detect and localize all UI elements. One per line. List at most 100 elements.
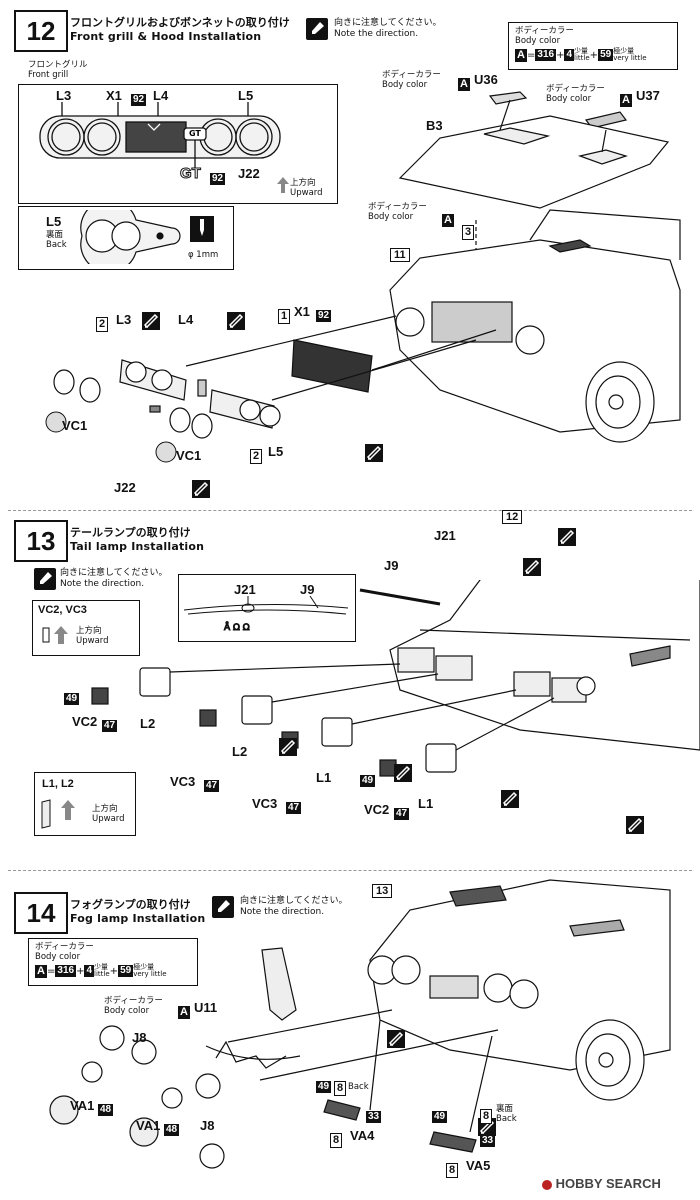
part-vc3-b: VC3 (252, 796, 278, 811)
u11-color-en: Body color (104, 1006, 150, 1016)
l5-back-en: Back (46, 240, 67, 250)
part-l3: L3 (116, 312, 132, 327)
step-12-note: 向きに注意してください。 Note the direction. (334, 18, 441, 40)
pen-note-icon (34, 568, 56, 590)
part-va4: VA4 (350, 1128, 375, 1143)
up-arrow-icon (41, 799, 75, 829)
hood-color-en: Body color (368, 212, 414, 222)
l5-back-jp: 裏面 (46, 230, 64, 240)
color-49-b: 49 (432, 1110, 448, 1123)
glue-icon (365, 443, 384, 462)
grill-label-l5: L5 (238, 88, 254, 103)
u37-a-box: A (620, 94, 632, 107)
little-jp: 少量 (94, 963, 109, 971)
svg-text:GT: GT (189, 129, 201, 138)
drill-size: φ 1mm (188, 250, 219, 260)
l-upward-jp: 上方向 (92, 804, 118, 814)
color-8-b: 8 (330, 1133, 343, 1148)
color-33-a: 33 (366, 1110, 382, 1123)
u11-color-jp: ボディーカラー (104, 996, 163, 1006)
very-little-en: very little (613, 54, 647, 62)
color-4: 4 (84, 965, 95, 977)
glue-icon (523, 557, 542, 576)
color-4: 4 (564, 49, 575, 61)
fog-lamp-drawing (49, 879, 671, 1169)
back-b: 裏面 Back (496, 1104, 517, 1124)
svg-text:Å Ω Ω: Å Ω Ω (224, 621, 250, 633)
hobby-search-watermark: HOBBY SEARCH (542, 1176, 661, 1191)
glue-icon (393, 763, 412, 782)
detail-j9: J9 (300, 582, 315, 597)
back-a-en: Back (348, 1082, 369, 1092)
part-j21: J21 (434, 528, 456, 543)
step-13-note-jp: 向きに注意してください。 (60, 568, 168, 578)
part-j8-b: J8 (200, 1118, 215, 1133)
part-l1-a: L1 (316, 770, 332, 785)
vc-upward-en: Upward (76, 636, 109, 646)
part-vc2-b: VC2 (364, 802, 390, 817)
l5-back-box (18, 206, 234, 270)
upward-jp: 上方向 (290, 178, 316, 188)
x1-color-92: 92 (316, 309, 332, 322)
part-l4: L4 (178, 312, 194, 327)
part-u11: U11 (194, 1000, 218, 1015)
grill-label-l3: L3 (56, 88, 72, 103)
section-divider (8, 510, 692, 511)
watermark-logo-icon (542, 1179, 552, 1190)
u36-color: ボディーカラー Body color (382, 70, 441, 90)
step-12-note-en: Note the direction. (334, 29, 419, 39)
grill-label-92: 92 (131, 93, 147, 106)
tail-lamp-drawing (91, 580, 700, 777)
step-12-number: 12 (14, 10, 68, 52)
color-316: 316 (55, 965, 77, 977)
part-vc1-b: VC1 (176, 448, 202, 463)
l5-back-label: L5 (46, 214, 62, 229)
color-47-b: 47 (204, 779, 220, 792)
rear-detail-drawing: Å Ω Ω (183, 595, 349, 634)
pen-note-icon (306, 18, 328, 40)
color-59: 59 (118, 965, 134, 977)
glue-icon (625, 815, 644, 834)
color-8-c: 8 (480, 1109, 493, 1124)
step-13-title-en: Tail lamp Installation (70, 540, 205, 553)
part-x1: X1 (294, 304, 310, 319)
color-box-title-jp: ボディーカラー (35, 942, 94, 952)
sub-step-2a: 2 (96, 317, 109, 332)
part-j22: J22 (114, 480, 136, 495)
u36-color-en: Body color (382, 80, 428, 90)
step-12-title-en: Front grill & Hood Installation (70, 30, 262, 43)
part-b3: B3 (426, 118, 443, 133)
grill-label-j22: J22 (238, 166, 260, 181)
back-b-jp: 裏面 (496, 1104, 514, 1114)
l-box-upward: 上方向 Upward (92, 804, 125, 824)
step-14-note: 向きに注意してください。 Note the direction. (240, 896, 347, 918)
detail-j21: J21 (234, 582, 256, 597)
step-13-note: 向きに注意してください。 Note the direction. (60, 568, 167, 590)
hood-color: ボディーカラー Body color (368, 202, 427, 222)
hood-and-car-drawing (389, 91, 681, 443)
glue-icon (192, 479, 211, 498)
l5-back-drawing (80, 210, 181, 264)
glue-icon (386, 1029, 405, 1048)
color-8-a: 8 (334, 1081, 347, 1096)
part-j9: J9 (384, 558, 399, 573)
va1-color-48-a: 48 (98, 1103, 114, 1116)
step-ref-11: 11 (390, 248, 410, 262)
grill-label-x1: X1 (106, 88, 122, 103)
color-8-d: 8 (446, 1163, 459, 1178)
l5-back-caption: 裏面 Back (46, 230, 67, 250)
grill-caption-jp: フロントグリル (28, 60, 88, 70)
color-a-box: A (35, 965, 47, 978)
part-u36: U36 (474, 72, 498, 87)
part-vc2-a: VC2 (72, 714, 98, 729)
part-l2-b: L2 (232, 744, 248, 759)
glue-icon (278, 737, 297, 756)
color-33-b: 33 (480, 1134, 496, 1147)
part-u37: U37 (636, 88, 660, 103)
u36-a-box: A (458, 78, 470, 91)
back-b-en: Back (496, 1114, 517, 1124)
vc-direction-box (32, 600, 140, 656)
